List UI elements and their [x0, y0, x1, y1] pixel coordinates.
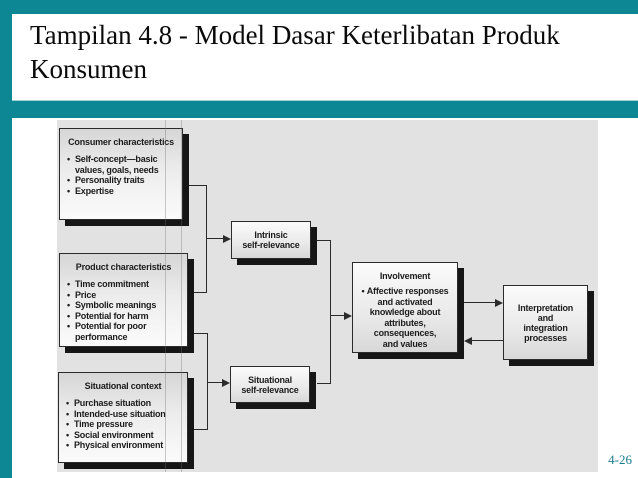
connector-situational-self-out — [317, 383, 331, 384]
bullet-item: Self-concept—basic values, goals, needs — [67, 154, 179, 175]
scan-line-artifact — [165, 120, 166, 472]
box-consumer-characteristics: Consumer characteristics Self-concept—ba… — [59, 128, 183, 220]
scan-line-artifact — [181, 120, 182, 472]
arrowhead-back-to-involvement — [464, 337, 472, 345]
box-interpretation-integration: Interpretation and integration processes — [503, 285, 588, 360]
arrowhead-to-intrinsic — [223, 235, 231, 243]
box-product-characteristics: Product characteristics Time commitment … — [59, 253, 188, 347]
connector-interpretation-to-involvement — [472, 340, 503, 341]
consumer-bullet-list: Self-concept—basic values, goals, needs … — [60, 154, 182, 196]
interpretation-line: Interpretation — [517, 302, 574, 313]
situational-bullet-list: Purchase situation Intended-use situatio… — [59, 398, 187, 451]
bullet-item: Time pressure — [66, 419, 184, 430]
slide-title: Tampilan 4.8 - Model Dasar Keterlibatan … — [30, 18, 620, 86]
bullet-item: Purchase situation — [66, 398, 184, 409]
involvement-line: consequences, — [373, 328, 437, 338]
connector-involvement-arrow-line — [330, 315, 345, 316]
bullet-item: Intended-use situation — [66, 409, 184, 420]
diagram-panel: Consumer characteristics Self-concept—ba… — [57, 120, 598, 472]
interpretation-line: and — [537, 312, 554, 323]
connector-involvement-to-interpretation — [464, 302, 496, 303]
bullet-item: Potential for poor performance — [67, 321, 184, 342]
connector-intrinsic-out — [317, 240, 331, 241]
slide-title-line2: Konsumen — [30, 54, 147, 84]
involvement-bullet: Affective responses and activated knowle… — [353, 286, 457, 349]
connector-product-upper-stub — [188, 292, 207, 293]
product-box-title: Product characteristics — [75, 262, 172, 272]
intrinsic-line1: Intrinsic — [254, 230, 288, 240]
box-intrinsic-self-relevance: Intrinsic self-relevance — [231, 221, 311, 259]
situational-self-line1: Situational — [248, 374, 292, 385]
involvement-box-title: Involvement — [379, 271, 431, 281]
page-number: 4-26 — [608, 452, 632, 467]
intrinsic-line2: self-relevance — [242, 240, 300, 250]
box-involvement: Involvement Affective responses and acti… — [352, 262, 458, 353]
arrowhead-to-interpretation — [495, 299, 503, 307]
box-situational-context: Situational context Purchase situation I… — [58, 372, 188, 463]
situational-box-title: Situational context — [84, 381, 162, 391]
product-bullet-list: Time commitment Price Symbolic meanings … — [60, 279, 187, 342]
title-underline-band — [12, 100, 638, 118]
consumer-box-title: Consumer characteristics — [68, 137, 174, 147]
connector-consumer-stub — [188, 185, 207, 186]
arrowhead-to-involvement — [344, 312, 352, 320]
connector-lower-bracket — [207, 333, 208, 429]
top-teal-band — [0, 0, 638, 14]
connector-intrinsic-arrow-line — [206, 238, 224, 239]
connector-situational-self-arrow-line — [207, 382, 224, 383]
involvement-line: Affective responses — [353, 286, 457, 297]
bullet-item: Symbolic meanings — [67, 300, 184, 311]
connector-mid-bracket — [330, 240, 331, 383]
interpretation-line: integration — [523, 322, 568, 333]
connector-situational-stub — [190, 429, 208, 430]
bullet-item: Expertise — [67, 186, 179, 197]
involvement-line: and activated — [377, 296, 433, 307]
involvement-line: and values — [382, 338, 428, 349]
box-situational-self-relevance: Situational self-relevance — [230, 366, 310, 403]
involvement-line: attributes, — [384, 317, 426, 328]
bullet-item: Potential for harm — [67, 311, 184, 322]
bullet-item: Social environment — [66, 430, 184, 441]
bullet-item: Personality traits — [67, 175, 179, 186]
slide-title-line1: Tampilan 4.8 - Model Dasar Keterlibatan … — [30, 20, 560, 50]
left-teal-band — [0, 0, 12, 478]
bullet-item: Time commitment — [67, 279, 184, 290]
connector-upper-bracket — [206, 185, 207, 293]
arrowhead-to-situational-self — [222, 379, 230, 387]
involvement-line: knowledge about — [369, 307, 441, 317]
bullet-item: Physical environment — [66, 440, 184, 451]
connector-product-lower-stub — [190, 333, 208, 334]
interpretation-line: processes — [524, 332, 567, 343]
situational-self-line2: self-relevance — [241, 384, 299, 395]
bullet-item: Price — [67, 290, 184, 301]
